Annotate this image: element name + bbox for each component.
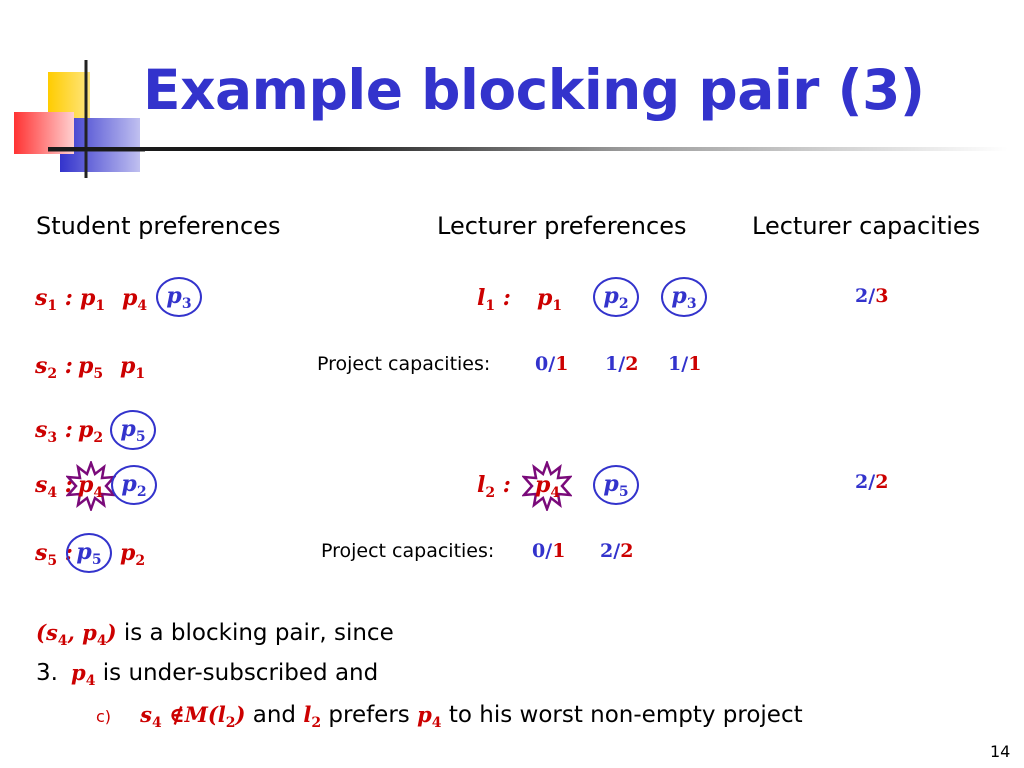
s5-pref-1: p5 [76, 538, 102, 568]
l1-pref-3: p3 [671, 282, 697, 312]
conclusion-item-3: 3. p4 is under-subscribed and [36, 660, 379, 689]
header-student-preferences: Student preferences [36, 212, 281, 240]
header-lecturer-capacities: Lecturer capacities [752, 212, 981, 240]
conclusion-line-1: (s4, p4) is a blocking pair, since [36, 620, 394, 649]
s5-pref-2: p2 [120, 540, 146, 569]
l1-capacity: 2/3 [855, 285, 889, 307]
s4-assigned-circle: p2 [111, 465, 157, 505]
l2-pref-2: p5 [603, 470, 629, 500]
l1-project-capacities-label: Project capacities: [317, 353, 491, 375]
l1-project-capacity-2: 1/2 [605, 353, 639, 375]
l1-assigned-circle-2: p3 [661, 277, 707, 317]
blocking-star-icon [522, 461, 572, 511]
page-number: 14 [990, 742, 1011, 761]
l1-pref-2: p2 [603, 282, 629, 312]
l2-project-capacities-label: Project capacities: [321, 540, 495, 562]
l1-project-capacity-3: 1/1 [668, 353, 702, 375]
logo-graphic [14, 60, 145, 178]
l1-pref-1: p1 [537, 285, 563, 314]
s2-pref-2: p1 [120, 353, 146, 382]
l1-assigned-circle-1: p2 [593, 277, 639, 317]
s2-pref-1: p5 [78, 353, 104, 382]
s1-pref-1: p1 [80, 285, 106, 314]
student-s2: s2 : [35, 353, 73, 382]
slide-title: Example blocking pair (3) [143, 58, 925, 122]
lecturer-l1: l1 : [477, 285, 511, 314]
l2-capacity: 2/2 [855, 471, 889, 493]
s1-pref-3: p3 [166, 282, 192, 312]
blocking-pair: (s4, p4) [36, 620, 117, 649]
title-underline [48, 147, 1008, 151]
l2-project-capacity-2: 2/2 [600, 540, 634, 562]
s5-assigned-circle: p5 [66, 533, 112, 573]
l2-project-capacity-1: 0/1 [532, 540, 566, 562]
blocking-star-icon [66, 461, 116, 511]
l2-pref-1: p4 [535, 472, 561, 501]
s4-pref-1: p4 [78, 472, 104, 501]
s1-pref-2: p4 [122, 285, 148, 314]
student-s3: s3 : [35, 417, 73, 446]
s4-pref-2: p2 [121, 470, 147, 500]
student-s4: s4 : [35, 472, 73, 501]
s3-pref-1: p2 [78, 417, 104, 446]
header-lecturer-preferences: Lecturer preferences [437, 212, 687, 240]
logo [10, 60, 145, 180]
l1-project-capacity-1: 0/1 [535, 353, 569, 375]
s1-assigned-circle: p3 [156, 277, 202, 317]
conclusion-item-c: c) s4 ∉M(l2) and l2 prefers p4 to his wo… [96, 702, 803, 731]
s3-pref-2: p5 [120, 415, 146, 445]
student-s1: s1 : [35, 285, 73, 314]
lecturer-l2: l2 : [477, 472, 511, 501]
l2-assigned-circle: p5 [593, 465, 639, 505]
s3-assigned-circle: p5 [110, 410, 156, 450]
